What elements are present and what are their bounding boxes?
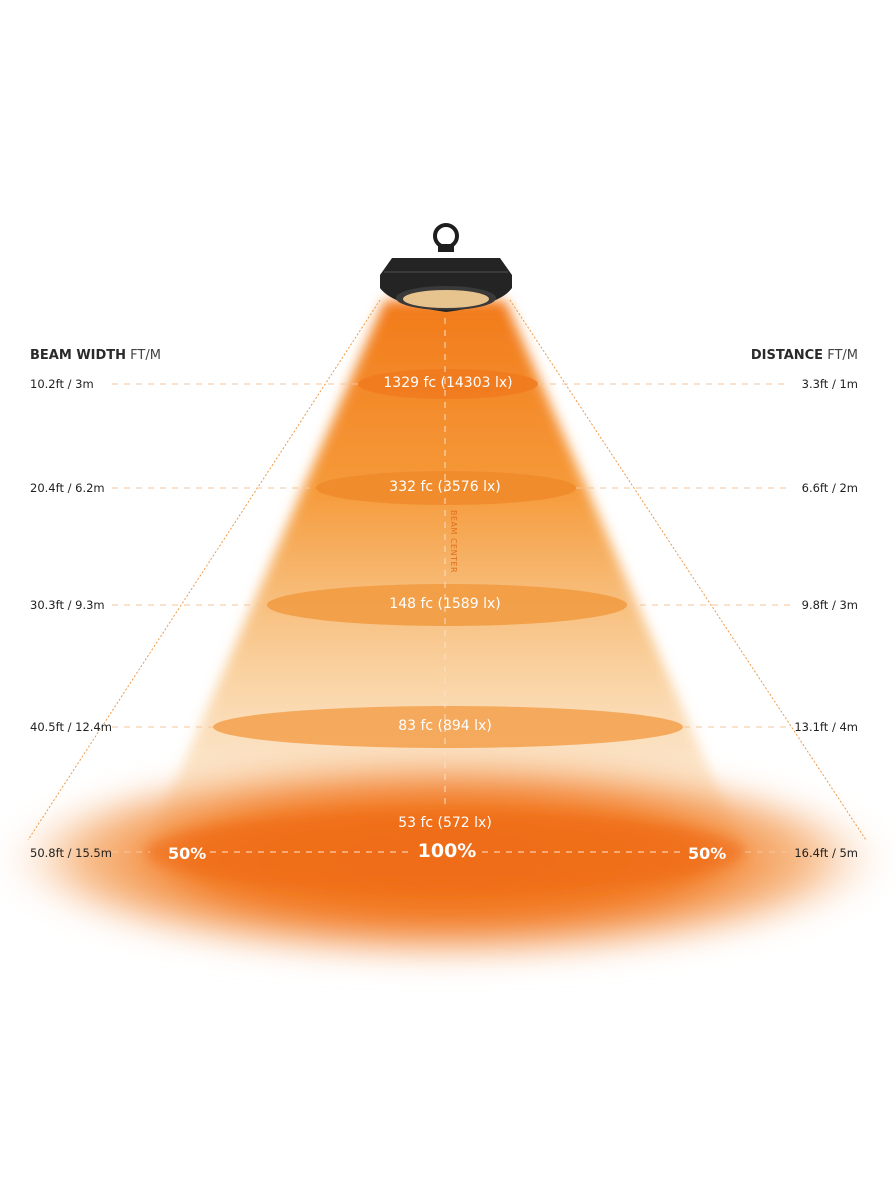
intensity-center: 100% (417, 840, 477, 862)
distance-guides (112, 383, 790, 853)
beam-edge-left (27, 299, 381, 841)
high-bay-lamp (380, 223, 512, 312)
illuminance-label: 332 fc (3576 lx) (389, 479, 501, 495)
beam-width-label: 30.3ft / 9.3m (30, 598, 105, 612)
level-ellipse-3 (267, 584, 627, 626)
illuminance-label: 53 fc (572 lx) (398, 815, 492, 831)
level-ellipse-2 (316, 471, 576, 505)
ground-core (145, 812, 745, 892)
beam-center-label: BEAM CENTER (449, 510, 458, 574)
distance-label: 6.6ft / 2m (801, 481, 858, 495)
distance-label: 16.4ft / 5m (794, 846, 858, 860)
distance-label: 3.3ft / 1m (801, 377, 858, 391)
illuminance-label: 148 fc (1589 lx) (389, 596, 501, 612)
distance-label: 13.1ft / 4m (794, 720, 858, 734)
beam-width-label: 20.4ft / 6.2m (30, 481, 105, 495)
intensity-right: 50% (688, 844, 727, 863)
beam-width-label: 10.2ft / 3m (30, 377, 94, 391)
distance-label: 9.8ft / 3m (801, 598, 858, 612)
level-ellipse-1 (358, 369, 538, 399)
beam-width-label: 50.8ft / 15.5m (30, 846, 112, 860)
intensity-left: 50% (168, 844, 207, 863)
distance-header: DISTANCE FT/M (750, 348, 858, 363)
beam-width-label: 40.5ft / 12.4m (30, 720, 112, 734)
illuminance-label: 83 fc (894 lx) (398, 718, 492, 734)
beam-width-header: BEAM WIDTH FT/M (30, 348, 161, 363)
illuminance-label: 1329 fc (14303 lx) (383, 375, 513, 391)
level-ellipse-4 (213, 706, 683, 748)
